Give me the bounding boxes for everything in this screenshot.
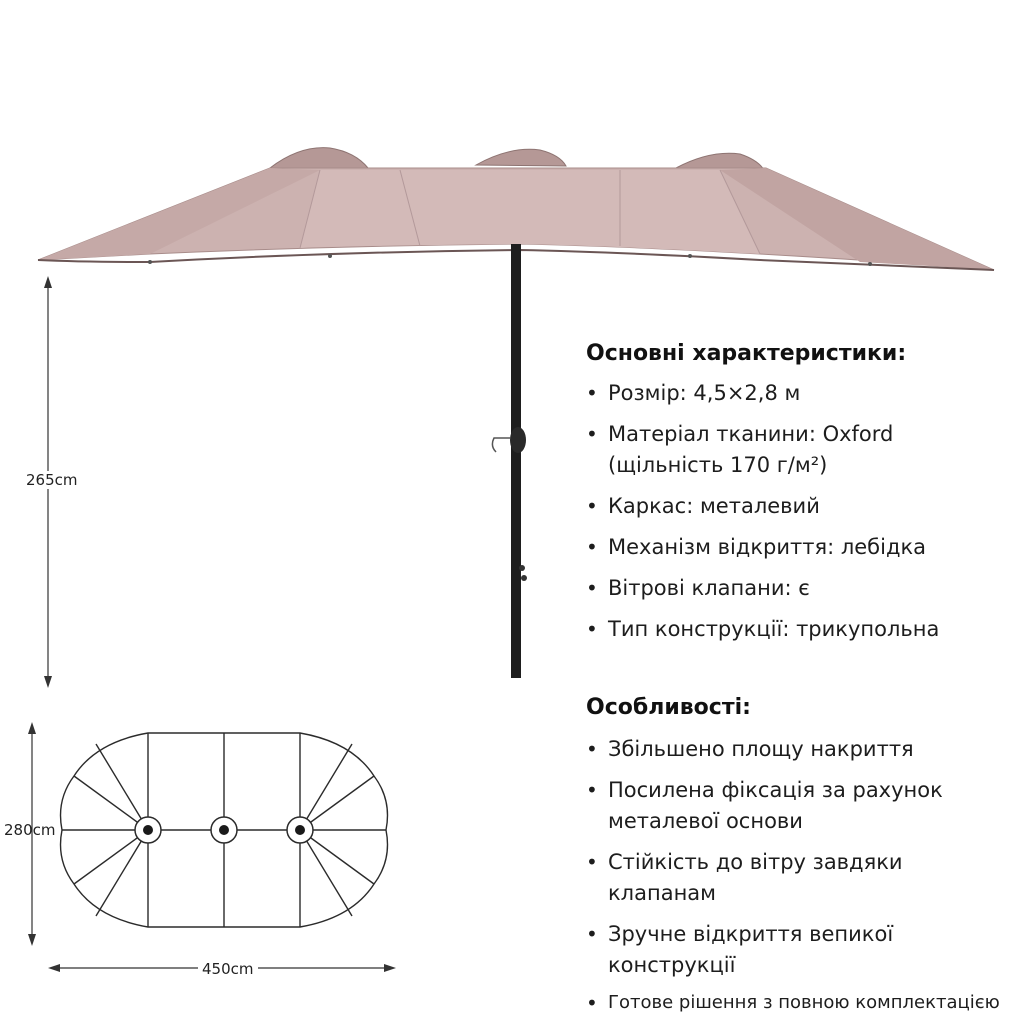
width-dimension <box>28 722 36 946</box>
rib-tips <box>148 254 872 266</box>
feature-fixation-line1: Посилена фіксація за рахунок <box>608 778 943 802</box>
feature-wind-line2: клапанам <box>608 881 717 905</box>
umbrella-pole <box>511 244 521 678</box>
feature-ready-solution: Готове рішення з повною комплектацією <box>584 989 1000 1017</box>
spec-frame: Каркас: металевий <box>584 491 939 522</box>
spec-mechanism: Механізм відкриття: лебідка <box>584 532 939 563</box>
canopy-panel-left <box>38 168 320 260</box>
canopy-panel-center <box>300 170 760 254</box>
feature-easy-line2: конструкції <box>608 953 736 977</box>
pole-knob-1 <box>519 565 525 571</box>
feature-easy-line1: Зручне відкриття вепикої <box>608 922 894 946</box>
vent-center <box>474 148 567 167</box>
length-label: 450cm <box>198 960 258 978</box>
canopy-vents <box>268 147 765 171</box>
top-view-hubs <box>134 816 314 844</box>
spec-size: Розмір: 4,5×2,8 м <box>584 378 939 409</box>
feature-coverage: Збільшено площу накриття <box>584 734 1000 765</box>
feature-wind-line1: Стійкість до вітру завдяки <box>608 850 903 874</box>
feature-fixation: Посилена фіксація за рахунок металевої о… <box>584 775 1000 837</box>
main-specs-list: Розмір: 4,5×2,8 м Матеріал тканини: Oxfo… <box>584 378 939 645</box>
vent-left <box>268 147 370 169</box>
vent-right <box>674 152 765 171</box>
main-specs-title: Основні характеристики: <box>586 341 907 366</box>
feature-easy-open: Зручне відкриття вепикої конструкції <box>584 919 1000 981</box>
crank-arm <box>491 437 510 453</box>
features-title: Особливості: <box>586 695 751 720</box>
width-label: 280cm <box>4 821 56 839</box>
pole-knob-2 <box>521 575 527 581</box>
spec-material-line1: Матеріал тканини: Oxford <box>608 422 894 446</box>
canopy-panel-right <box>720 168 994 270</box>
height-label: 265cm <box>26 471 78 489</box>
feature-wind-resistance: Стійкість до вітру завдяки клапанам <box>584 847 1000 909</box>
features-list: Збільшено площу накриття Посилена фіксац… <box>584 734 1000 1017</box>
spec-construction: Тип конструкції: трикупольна <box>584 614 939 645</box>
feature-fixation-line2: металевої основи <box>608 809 803 833</box>
spec-material-line2: (щільність 170 г/м²) <box>608 453 828 477</box>
spec-wind-vents: Вітрові клапани: є <box>584 573 939 604</box>
crank-handle <box>510 427 526 453</box>
canopy-ribs <box>299 169 761 255</box>
spec-material: Матеріал тканини: Oxford (щільність 170 … <box>584 419 939 481</box>
